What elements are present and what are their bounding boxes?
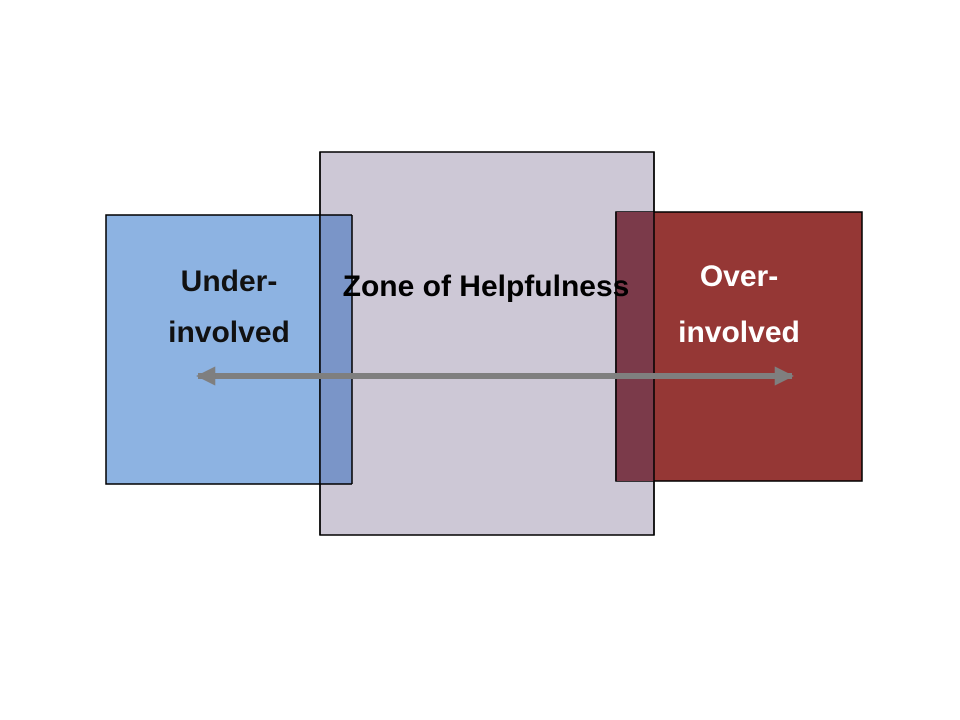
zone-of-helpfulness-box: [319, 151, 655, 536]
under-label-line2: involved: [168, 316, 290, 349]
overlap-right-region: [616, 212, 654, 481]
over-label-line2: involved: [678, 316, 800, 349]
under-label-line1: Under-: [181, 265, 278, 298]
over-label-line1: Over-: [700, 260, 778, 293]
overlap-left-region: [320, 215, 352, 484]
over-involved-box: [615, 211, 863, 482]
zone-label: Zone of Helpfulness: [343, 270, 630, 303]
under-involved-box: [105, 214, 353, 485]
